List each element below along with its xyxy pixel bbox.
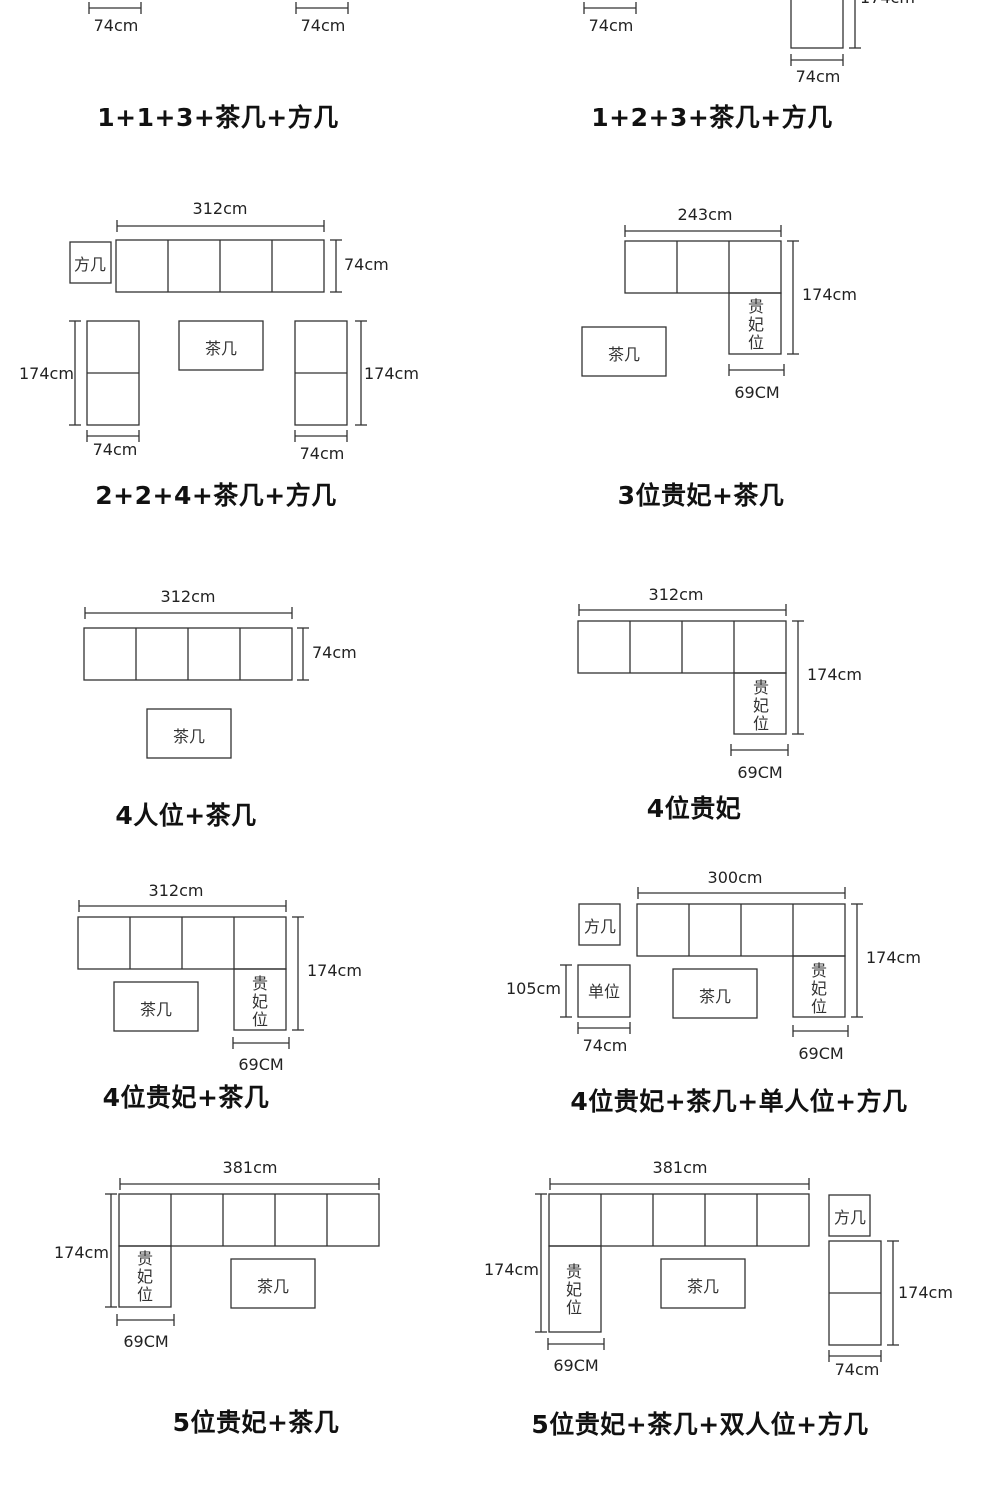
d3-right-height-label: 174cm (364, 364, 419, 383)
d9-height-label: 174cm (54, 1243, 109, 1262)
d8-square-table-label: 方几 (583, 917, 617, 936)
d7-height-label: 174cm (307, 961, 362, 980)
d10-coffee-table-label: 茶几 (686, 1277, 720, 1296)
diagram-9-caption: 5位贵妃+茶几 (172, 1408, 340, 1437)
diagram-4-lines (581, 225, 799, 377)
diagram-7-caption: 4位贵妃+茶几 (102, 1083, 270, 1112)
d8-coffee-table-label: 茶几 (698, 987, 732, 1006)
d2-left-width-label: 74cm (588, 16, 634, 35)
d7-total-width-label: 312cm (148, 881, 204, 900)
d2-right-width-label: 74cm (795, 67, 841, 86)
d8-chaise-label: 贵妃位 (810, 961, 827, 1016)
d3-depth-label: 74cm (344, 255, 389, 274)
d1-left-width-label: 74cm (93, 16, 139, 35)
d3-square-table-label: 方几 (73, 255, 107, 274)
d8-chaise-width-label: 69CM (798, 1044, 844, 1063)
d8-single-width-label: 74cm (582, 1036, 628, 1055)
d7-chaise-label: 贵妃位 (251, 974, 268, 1029)
diagram-4-caption: 3位贵妃+茶几 (617, 481, 785, 510)
d8-single-height-label: 105cm (506, 979, 561, 998)
diagram-10-caption: 5位贵妃+茶几+双人位+方几 (531, 1410, 869, 1439)
diagram-9-lines (105, 1178, 380, 1326)
d1-right-width-label: 74cm (300, 16, 346, 35)
diagram-6-lines (577, 604, 804, 756)
diagram-3-lines (69, 220, 367, 442)
diagram-3-caption: 2+2+4+茶几+方几 (95, 481, 337, 510)
diagram-2-caption: 1+2+3+茶几+方几 (591, 103, 833, 132)
d3-left-height-label: 174cm (19, 364, 74, 383)
d10-total-width-label: 381cm (652, 1158, 708, 1177)
diagram-7-lines (77, 900, 304, 1049)
d10-loveseat-height-label: 174cm (898, 1283, 953, 1302)
d3-coffee-table-label: 茶几 (204, 339, 238, 358)
d4-chaise-width-label: 69CM (734, 383, 780, 402)
diagram-2-lines (583, 0, 861, 66)
diagram-10-lines (535, 1178, 899, 1362)
d6-height-label: 174cm (807, 665, 862, 684)
d3-right-width-label: 74cm (299, 444, 345, 463)
d3-left-width-label: 74cm (92, 440, 138, 459)
diagram-8-caption: 4位贵妃+茶几+单人位+方几 (570, 1087, 908, 1116)
diagram-5-caption: 4人位+茶几 (115, 801, 257, 830)
diagram-1-lines (88, 2, 349, 14)
d10-loveseat-width-label: 74cm (834, 1360, 880, 1379)
d10-height-label: 174cm (484, 1260, 539, 1279)
d6-chaise-width-label: 69CM (737, 763, 783, 782)
d4-height-label: 174cm (802, 285, 857, 304)
d9-total-width-label: 381cm (222, 1158, 278, 1177)
d9-chaise-label: 贵妃位 (136, 1249, 153, 1304)
d5-total-width-label: 312cm (160, 587, 216, 606)
d10-chaise-width-label: 69CM (553, 1356, 599, 1375)
d6-total-width-label: 312cm (648, 585, 704, 604)
diagram-1-caption: 1+1+3+茶几+方几 (97, 103, 339, 132)
diagram-8-lines (560, 887, 863, 1037)
d5-depth-label: 74cm (312, 643, 357, 662)
d7-coffee-table-label: 茶几 (139, 1000, 173, 1019)
d9-coffee-table-label: 茶几 (256, 1277, 290, 1296)
diagram-5-lines (83, 607, 309, 759)
d8-total-width-label: 300cm (707, 868, 763, 887)
d10-chaise-label: 贵妃位 (565, 1262, 582, 1317)
d10-square-table-label: 方几 (833, 1208, 867, 1227)
d9-chaise-width-label: 69CM (123, 1332, 169, 1351)
diagram-6-caption: 4位贵妃 (646, 794, 742, 823)
d7-chaise-width-label: 69CM (238, 1055, 284, 1074)
d4-coffee-table-label: 茶几 (607, 345, 641, 364)
d2-height-label-cut: 174cm (860, 0, 915, 7)
d4-chaise-label: 贵妃位 (747, 297, 764, 352)
d8-single-seat-label: 单位 (587, 982, 621, 1001)
d4-total-width-label: 243cm (677, 205, 733, 224)
d5-coffee-table-label: 茶几 (172, 727, 206, 746)
d6-chaise-label: 贵妃位 (752, 678, 769, 733)
d8-height-label: 174cm (866, 948, 921, 967)
d3-total-width-label: 312cm (192, 199, 248, 218)
